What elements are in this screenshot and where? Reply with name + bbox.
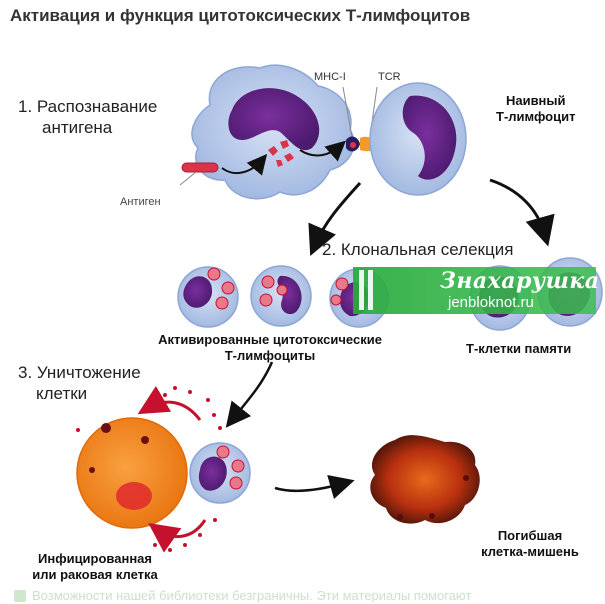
dying-line1: Погибшая (497, 528, 563, 543)
bottom-watermark-text: Возможности нашей библиотеки безграничны… (32, 588, 472, 603)
memory-t-cells-label: Т-клетки памяти (466, 341, 572, 356)
attacking-t-cell (189, 442, 251, 504)
watermark-pencil-icon (359, 270, 373, 310)
step-3-label: 3. Уничтожение клетки (18, 362, 141, 404)
granules (76, 386, 222, 552)
arrow-to-activated (308, 181, 362, 257)
infected-target-cell (76, 417, 188, 529)
internalization-arrow (221, 153, 268, 176)
infected-line1: Инфицированная (38, 551, 152, 566)
activated-t-cell-2 (250, 265, 312, 327)
presentation-arrow (299, 140, 346, 162)
naive-t-cell (369, 82, 467, 196)
watermark-site: jenbloknot.ru (448, 294, 534, 311)
tcr-label: TCR (378, 71, 401, 83)
step-2-label: 2. Клональная селекция (322, 240, 514, 259)
antigen-label-line (179, 171, 197, 186)
antigen-label: Антиген (120, 196, 161, 208)
step-1-line2: антигена (42, 118, 113, 137)
arrow-to-killing (225, 361, 274, 428)
antigen-icon (181, 162, 219, 173)
antigen-fragments (268, 140, 294, 167)
dying-cell-label: Погибшая клетка-мишень (470, 528, 590, 560)
granule-arrow-top (137, 385, 202, 421)
infected-cell-label: Инфицированная или раковая клетка (10, 551, 180, 583)
activated-line1: Активированные цитотоксические (158, 332, 382, 347)
naive-line2: Т-лимфоцит (496, 109, 576, 124)
step-3-line1: 3. Уничтожение (18, 363, 141, 382)
mhc-label: MHC-I (314, 71, 346, 83)
arrow-to-dying-cell (274, 475, 355, 500)
activated-line2: Т-лимфоциты (224, 348, 316, 363)
bottom-watermark-icon (14, 590, 26, 602)
dying-line2: клетка-мишень (481, 544, 579, 559)
infected-line2: или раковая клетка (32, 567, 158, 582)
activated-t-cells-label: Активированные цитотоксические Т-лимфоци… (145, 332, 395, 364)
granule-arrow-bottom (148, 519, 207, 553)
activated-t-cell-1 (177, 266, 239, 328)
step-1-label: 1. Распознавание антигена (18, 96, 157, 138)
step-1-line1: 1. Распознавание (18, 97, 158, 116)
page-title: Активация и функция цитотоксических Т-ли… (10, 6, 471, 25)
antigen-presenting-cell (191, 64, 355, 200)
naive-line1: Наивный (505, 93, 566, 108)
watermark-band (353, 267, 596, 314)
watermark-brand: Знахарушка (440, 268, 600, 294)
step-3-line2: клетки (36, 384, 88, 403)
naive-t-cell-label: Наивный Т-лимфоцит (496, 93, 575, 125)
dying-target-cell (370, 435, 480, 524)
arrow-to-memory (489, 178, 555, 247)
